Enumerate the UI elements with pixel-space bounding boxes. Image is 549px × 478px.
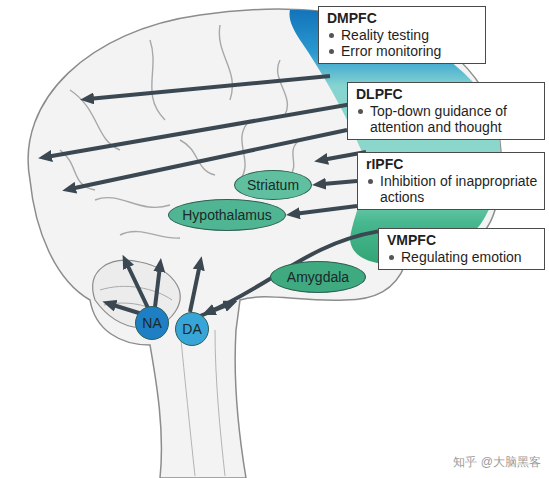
region-heading: DMPFC <box>327 10 479 27</box>
region-box: rIPFCInhibition of inappropriate actions <box>357 152 545 210</box>
bullet-text: Top-down guidance of attention and thoug… <box>370 103 538 135</box>
projection-arrows <box>46 76 366 316</box>
structure-ellipse: DA <box>175 312 209 346</box>
bullet-dot <box>329 49 334 54</box>
region-box: VMPFCRegulating emotion <box>378 228 545 270</box>
region-heading: rIPFC <box>366 156 538 173</box>
bullet-row: Inhibition of inappropriate actions <box>366 173 538 205</box>
structure-ellipse: Hypothalamus <box>168 199 286 231</box>
structure-label: Amygdala <box>287 269 349 285</box>
bullet-row: Regulating emotion <box>387 249 538 265</box>
projection-arrow <box>190 264 200 312</box>
gyrus-line <box>60 25 300 238</box>
bullet-dot <box>358 109 363 114</box>
bullet-row: Error monitoring <box>327 43 479 59</box>
bullet-text: Regulating emotion <box>401 249 522 265</box>
bullet-text: Inhibition of inappropriate actions <box>380 173 538 205</box>
bullet-row: Top-down guidance of attention and thoug… <box>356 103 538 135</box>
bullet-dot <box>368 179 373 184</box>
structure-ellipse: Striatum <box>234 170 312 200</box>
projection-connector <box>320 181 357 184</box>
region-box: DLPFCTop-down guidance of attention and … <box>347 82 545 140</box>
bullet-text: Error monitoring <box>341 43 441 59</box>
structure-ellipse: NA <box>135 306 169 340</box>
structure-label: Striatum <box>247 177 299 193</box>
bullet-row: Reality testing <box>327 27 479 43</box>
structure-label: NA <box>142 315 161 331</box>
projection-arrow <box>88 76 330 99</box>
structure-ellipse: Amygdala <box>270 261 366 293</box>
brainstem-line <box>180 330 225 476</box>
bullet-dot <box>329 33 334 38</box>
bullet-text: Reality testing <box>341 27 429 43</box>
projection-arrow <box>46 104 352 157</box>
projection-arrow <box>126 262 148 308</box>
structure-label: DA <box>182 321 201 337</box>
region-heading: DLPFC <box>356 86 538 103</box>
projection-connector <box>209 231 378 312</box>
watermark: 知乎 @大脑黑客 <box>453 454 541 471</box>
projection-connector <box>294 206 357 214</box>
region-heading: VMPFC <box>387 232 538 249</box>
bullet-dot <box>389 255 394 260</box>
structure-label: Hypothalamus <box>182 207 272 223</box>
region-box: DMPFCReality testingError monitoring <box>318 6 486 64</box>
projection-arrow <box>155 266 160 307</box>
